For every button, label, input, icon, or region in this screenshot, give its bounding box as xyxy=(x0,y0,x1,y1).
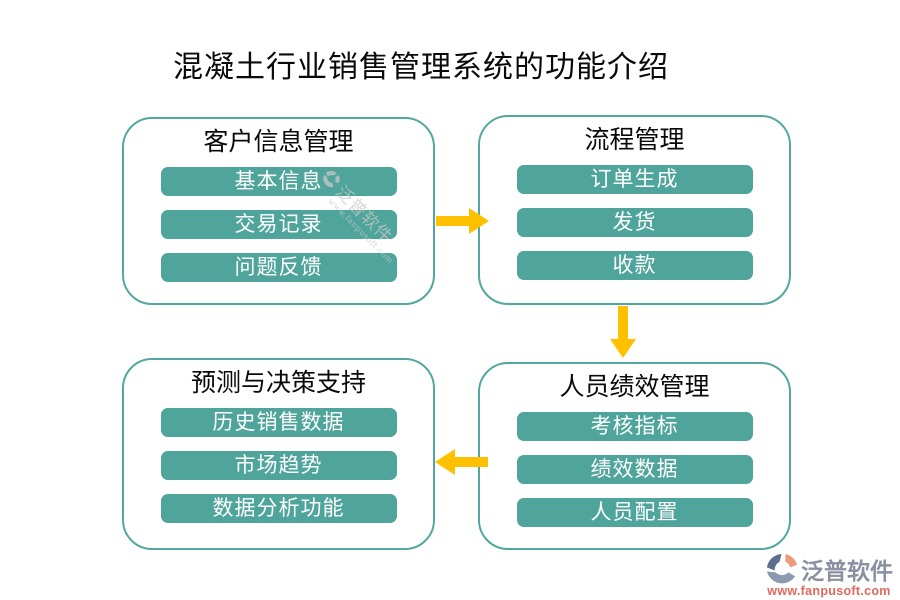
pill-payment-collection: 收款 xyxy=(516,251,753,280)
box-forecast-decision: 预测与决策支持 历史销售数据 市场趋势 数据分析功能 xyxy=(122,358,435,550)
fanpusoft-logo-icon xyxy=(766,553,798,583)
pill-transaction-records: 交易记录 xyxy=(160,210,397,239)
arrow-down-icon xyxy=(610,306,636,358)
pill-market-trends: 市场趋势 xyxy=(160,451,397,480)
fanpusoft-logo: 泛普软件 www.fanpusoft.com xyxy=(766,552,896,598)
logo-name: 泛普软件 xyxy=(801,558,893,584)
arrow-right-icon xyxy=(436,208,489,234)
box-personnel-performance-title: 人员绩效管理 xyxy=(559,372,710,401)
box-forecast-decision-title: 预测与决策支持 xyxy=(190,368,366,397)
box-customer-info: 客户信息管理 基本信息 交易记录 问题反馈 xyxy=(122,117,435,305)
pill-order-generation: 订单生成 xyxy=(516,165,753,194)
pill-historical-sales-data: 历史销售数据 xyxy=(160,408,397,437)
pill-shipping: 发货 xyxy=(516,208,753,237)
box-personnel-performance: 人员绩效管理 考核指标 绩效数据 人员配置 xyxy=(478,362,791,550)
box-process-management-title: 流程管理 xyxy=(584,125,685,154)
pill-problem-feedback: 问题反馈 xyxy=(160,253,397,282)
box-process-management: 流程管理 订单生成 发货 收款 xyxy=(478,115,791,305)
page-title: 混凝土行业销售管理系统的功能介绍 xyxy=(173,50,669,85)
pill-assessment-indicators: 考核指标 xyxy=(516,412,753,441)
pill-basic-info: 基本信息 xyxy=(160,167,397,196)
logo-url: www.fanpusoft.com xyxy=(767,584,891,598)
box-customer-info-title: 客户信息管理 xyxy=(203,127,354,156)
arrow-left-icon xyxy=(435,449,488,475)
pill-data-analysis: 数据分析功能 xyxy=(160,494,397,523)
pill-staff-allocation: 人员配置 xyxy=(516,498,753,527)
pill-performance-data: 绩效数据 xyxy=(516,455,753,484)
